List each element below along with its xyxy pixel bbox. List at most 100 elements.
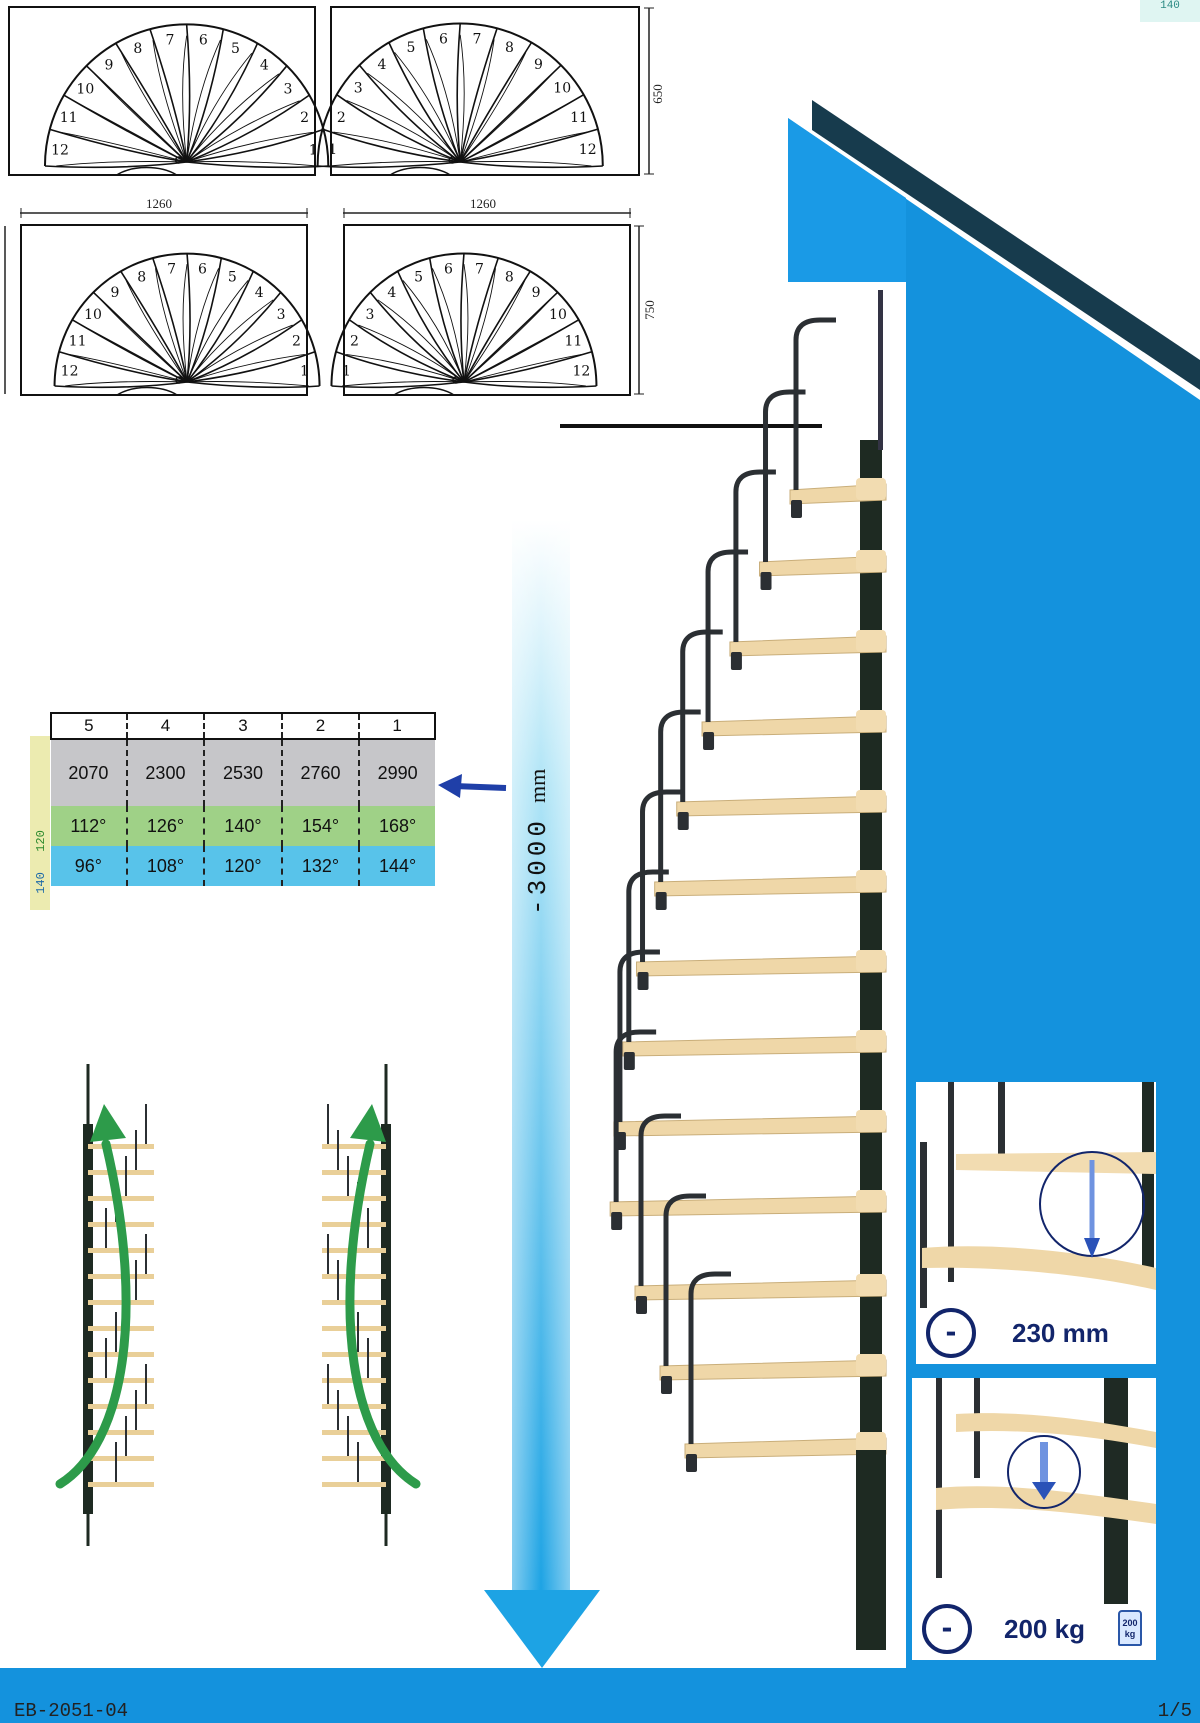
width-label-right: 1260 bbox=[470, 196, 496, 211]
weight-icon: 200 kg bbox=[1118, 1610, 1142, 1646]
step-number: 7 bbox=[166, 32, 175, 48]
step-number: 10 bbox=[549, 307, 567, 323]
table-col-header: 4 bbox=[125, 712, 205, 740]
step-number: 9 bbox=[534, 57, 543, 73]
table-row-heights: 2070 2300 2530 2760 2990 bbox=[51, 739, 435, 806]
table-row-angle-140: 96° 108° 120° 132° 144° bbox=[51, 846, 435, 886]
step-number: 6 bbox=[439, 32, 448, 48]
step-number: 9 bbox=[532, 285, 541, 301]
step-number: 6 bbox=[444, 262, 453, 278]
pointer-arrow-icon bbox=[438, 774, 507, 798]
step-number: 1 bbox=[300, 364, 309, 380]
step-number: 4 bbox=[260, 58, 269, 74]
angle-side-band bbox=[30, 736, 50, 910]
height-unit: mm bbox=[525, 768, 550, 803]
angle-cell: 112° bbox=[51, 806, 127, 846]
stair-tread bbox=[634, 1274, 887, 1301]
wall-upper-face bbox=[788, 118, 906, 282]
step-number: 10 bbox=[553, 81, 571, 97]
stair-tread bbox=[636, 950, 887, 977]
inset-step-photo bbox=[920, 1082, 1156, 1312]
step-number: 1 bbox=[328, 142, 337, 158]
side-label-140: 140 bbox=[33, 872, 48, 894]
side-label-120: 120 bbox=[33, 830, 48, 852]
step-number: 5 bbox=[414, 270, 423, 286]
depth-dim-line-bottom bbox=[634, 225, 644, 395]
step-number: 8 bbox=[133, 41, 142, 57]
step-number: 2 bbox=[300, 110, 309, 126]
table-header-row: 5 4 3 2 1 bbox=[50, 712, 436, 740]
height-cell: 2070 bbox=[51, 739, 127, 806]
stair-tread bbox=[659, 1354, 887, 1381]
angle-cell: 132° bbox=[280, 846, 360, 886]
step-number: 2 bbox=[350, 334, 359, 350]
step-number: 6 bbox=[198, 262, 207, 278]
step-number: 10 bbox=[84, 307, 102, 323]
step-number: 11 bbox=[69, 334, 87, 350]
wall-shadow bbox=[812, 100, 1200, 390]
step-number: 5 bbox=[228, 270, 237, 286]
step-number: 12 bbox=[61, 364, 79, 380]
corner-tab: 140 bbox=[1140, 0, 1200, 22]
angle-cell: 126° bbox=[125, 806, 205, 846]
step-number: 2 bbox=[337, 110, 346, 126]
step-number: 9 bbox=[110, 285, 119, 301]
step-number: 12 bbox=[51, 142, 69, 158]
rotation-stair-left-icon bbox=[55, 1064, 154, 1546]
footer-bar: EB-2051-04 1/5 bbox=[0, 1668, 1200, 1723]
width-dim-line-right bbox=[343, 208, 631, 218]
step-number: 8 bbox=[505, 270, 514, 286]
step-number: 3 bbox=[354, 81, 363, 97]
angle-cell: 154° bbox=[280, 806, 360, 846]
stair-tread bbox=[789, 478, 887, 505]
height-value: -3000mm bbox=[523, 769, 553, 915]
stair-tread bbox=[609, 1190, 887, 1217]
step-number: 4 bbox=[255, 285, 264, 301]
load-label: 200 kg bbox=[1004, 1614, 1085, 1644]
step-height-label: 230 mm bbox=[1012, 1318, 1109, 1348]
table-col-header: 2 bbox=[280, 712, 360, 740]
step-number: 12 bbox=[579, 142, 597, 158]
table-row-angle-120: 112° 126° 140° 154° 168° bbox=[51, 806, 435, 846]
footer-page: 1/5 bbox=[1157, 1700, 1192, 1722]
table-col-header: 1 bbox=[358, 712, 436, 740]
height-arrow-icon bbox=[484, 520, 600, 1668]
stair-tread bbox=[676, 790, 887, 817]
step-number: 1 bbox=[342, 364, 351, 380]
step-number: 1 bbox=[309, 142, 318, 158]
step-number: 4 bbox=[387, 285, 396, 301]
step-number: 11 bbox=[570, 110, 588, 126]
depth-dim-line-top bbox=[644, 7, 654, 175]
table-col-header: 3 bbox=[203, 712, 282, 740]
table-col-header: 5 bbox=[50, 712, 127, 740]
width-label-left: 1260 bbox=[146, 196, 172, 211]
step-number: 10 bbox=[76, 81, 94, 97]
stair-tread bbox=[654, 870, 887, 897]
height-cell: 2760 bbox=[280, 739, 360, 806]
step-number: 3 bbox=[283, 81, 292, 97]
step-number: 3 bbox=[366, 307, 375, 323]
height-cell: 2990 bbox=[358, 739, 435, 806]
step-number: 3 bbox=[277, 307, 286, 323]
step-number: 5 bbox=[407, 40, 416, 56]
stair-tread bbox=[729, 630, 887, 657]
step-number: 7 bbox=[473, 32, 482, 48]
angle-cell: 168° bbox=[358, 806, 435, 846]
minus-icon: - bbox=[922, 1604, 972, 1654]
angle-cell: 120° bbox=[203, 846, 282, 886]
stair-tread bbox=[701, 710, 887, 737]
step-number: 8 bbox=[505, 40, 514, 56]
step-number: 4 bbox=[377, 57, 386, 73]
step-number: 12 bbox=[573, 364, 591, 380]
angle-cell: 108° bbox=[125, 846, 205, 886]
height-cell: 2530 bbox=[203, 739, 282, 806]
stair-tread bbox=[759, 550, 887, 577]
stair-tread bbox=[613, 1110, 887, 1137]
width-dim-line-left bbox=[20, 208, 308, 218]
